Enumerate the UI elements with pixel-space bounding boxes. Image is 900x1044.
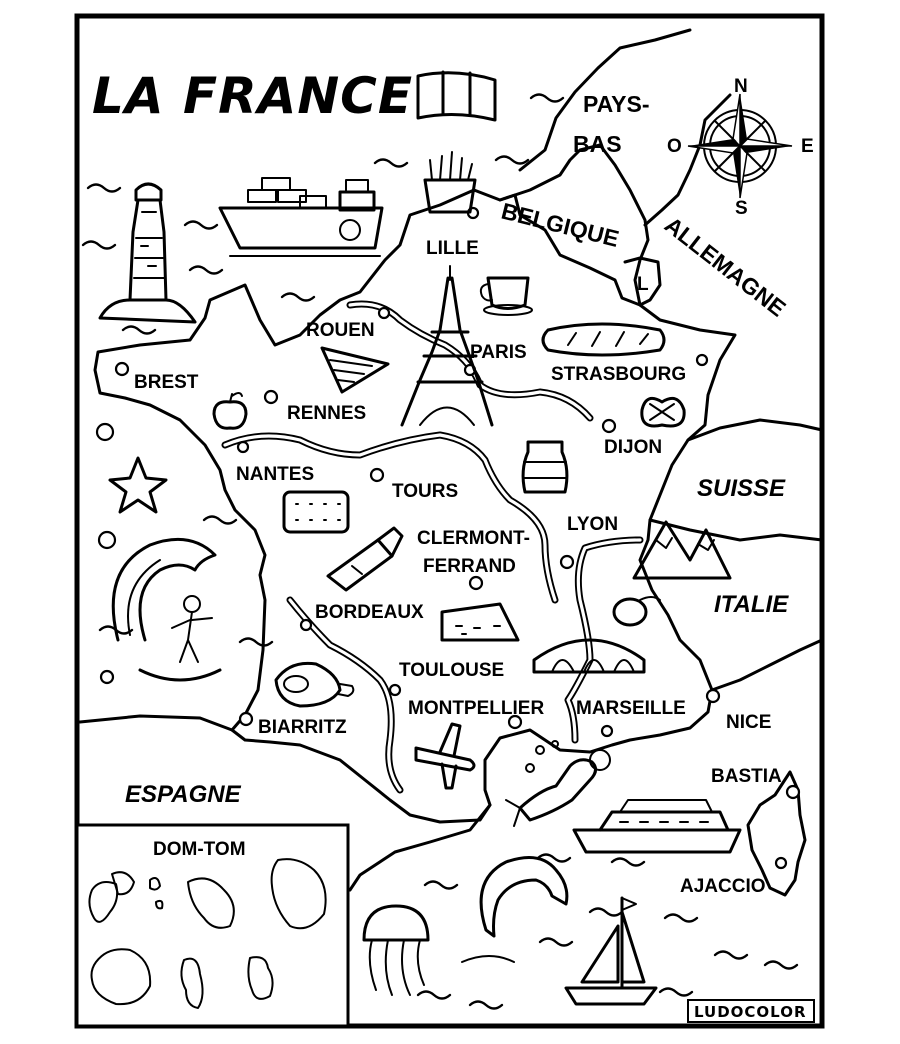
sea-waves bbox=[81, 93, 799, 1010]
city-paris: PARIS bbox=[470, 342, 527, 363]
baguette-icon bbox=[541, 322, 666, 357]
dom-tom-islands bbox=[88, 858, 327, 1009]
biscuit-icon bbox=[282, 490, 350, 534]
city-rennes: RENNES bbox=[287, 403, 366, 424]
jellyfish-icon bbox=[362, 904, 430, 996]
airplane-icon bbox=[414, 722, 476, 790]
city-lyon: LYON bbox=[567, 514, 618, 535]
coffee-cup-icon bbox=[479, 276, 533, 316]
country-suisse: SUISSE bbox=[697, 475, 786, 502]
country-paysbas-1: PAYS- bbox=[583, 91, 649, 117]
country-paysbas-2: BAS bbox=[573, 131, 622, 157]
spain-coast bbox=[348, 803, 492, 892]
corsica bbox=[746, 770, 807, 897]
crepe-icon bbox=[320, 346, 390, 394]
compass-south: S bbox=[735, 198, 748, 219]
germany-border-2 bbox=[643, 93, 732, 227]
compass-north: N bbox=[734, 76, 748, 97]
city-rouen: ROUEN bbox=[306, 320, 375, 341]
apple-icon bbox=[212, 392, 248, 430]
italy-coast bbox=[710, 638, 824, 692]
eiffel-tower-icon bbox=[400, 265, 494, 427]
city-clermont-2: FERRAND bbox=[423, 556, 516, 577]
city-toulouse: TOULOUSE bbox=[399, 660, 504, 681]
dom-tom-title: DOM-TOM bbox=[153, 839, 246, 860]
cargo-ship-icon bbox=[218, 177, 384, 257]
netherlands-border bbox=[518, 28, 692, 172]
city-nantes: NANTES bbox=[236, 464, 314, 485]
country-espagne: ESPAGNE bbox=[125, 781, 242, 808]
ham-icon bbox=[274, 661, 355, 708]
city-lille: LILLE bbox=[426, 238, 479, 259]
city-marseille: MARSEILLE bbox=[576, 698, 686, 719]
spain-border bbox=[78, 714, 234, 732]
city-strasbourg: STRASBOURG bbox=[551, 364, 686, 385]
jar-icon bbox=[521, 440, 569, 494]
city-montpellier: MONTPELLIER bbox=[408, 698, 544, 719]
city-ajaccio: AJACCIO bbox=[680, 876, 766, 897]
pretzel-icon bbox=[640, 396, 686, 428]
compass-west: O bbox=[667, 136, 682, 157]
luxembourg-border bbox=[623, 256, 662, 307]
diver-icon bbox=[505, 740, 611, 827]
dolphin-icon bbox=[461, 856, 569, 963]
lemon-icon bbox=[612, 596, 661, 627]
ferry-icon bbox=[572, 799, 742, 854]
rivers bbox=[221, 300, 644, 794]
compass-east: E bbox=[801, 136, 814, 157]
country-luxembourg: L bbox=[637, 274, 649, 295]
city-dijon: DIJON bbox=[604, 437, 662, 458]
city-clermont-1: CLERMONT- bbox=[417, 528, 530, 549]
bridge-icon bbox=[532, 638, 646, 674]
city-bordeaux: BORDEAUX bbox=[315, 602, 424, 623]
flag-icon bbox=[416, 70, 497, 122]
brand-logo: LUDOCOLOR bbox=[694, 1003, 807, 1021]
germany-border bbox=[598, 143, 650, 307]
belgium-border bbox=[498, 143, 602, 202]
city-bastia: BASTIA bbox=[711, 766, 782, 787]
fries-icon bbox=[423, 151, 477, 214]
swiss-border bbox=[686, 418, 824, 442]
surfer-wave-icon bbox=[111, 537, 222, 682]
starfish-icon bbox=[108, 456, 168, 514]
mountains-icon bbox=[632, 520, 732, 580]
france-outline bbox=[93, 188, 737, 824]
cheese-icon bbox=[440, 602, 520, 642]
city-biarritz: BIARRITZ bbox=[258, 717, 347, 738]
compass-rose-icon bbox=[687, 93, 793, 199]
map-title: LA FRANCE bbox=[92, 67, 413, 125]
lighthouse-icon bbox=[98, 182, 197, 324]
sailboat-icon bbox=[564, 896, 658, 1006]
city-tours: TOURS bbox=[392, 481, 458, 502]
wine-bottle-icon bbox=[326, 526, 404, 592]
country-italie: ITALIE bbox=[714, 591, 789, 618]
city-nice: NICE bbox=[726, 712, 771, 733]
swiss-south-border bbox=[648, 518, 824, 542]
brand-box bbox=[687, 999, 815, 1023]
city-brest: BREST bbox=[134, 372, 199, 393]
